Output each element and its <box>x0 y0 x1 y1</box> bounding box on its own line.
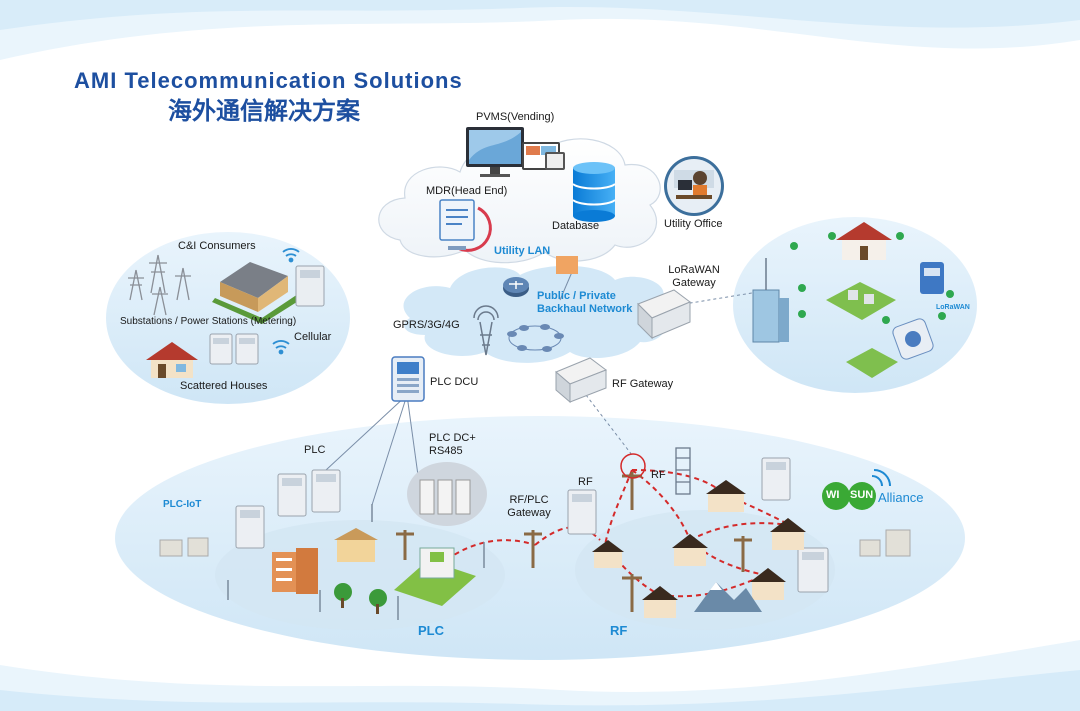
scattered-houses-label: Scattered Houses <box>180 380 268 392</box>
rf-meter-label: RF <box>578 476 593 488</box>
lorawan-gateway-label-2: Gateway <box>672 277 716 289</box>
mountains-icon <box>694 582 762 612</box>
lorawan-logo-text: LoRaWAN <box>936 304 970 311</box>
plc-section-label: PLC <box>418 623 444 638</box>
ci-meter-icon <box>295 265 325 307</box>
plc-meter-group <box>235 469 341 549</box>
utility-office-icon <box>664 156 724 216</box>
rf-tower-label: RF <box>651 469 666 481</box>
lorawan-gateway-icon <box>637 289 691 340</box>
utility-lan-label: Utility LAN <box>494 245 551 257</box>
plc-link-label: PLC <box>304 444 326 456</box>
backhaul-label-2: Backhaul Network <box>537 303 633 315</box>
smart-home-building-icon <box>394 547 476 606</box>
database-icon <box>572 162 616 222</box>
cellular-label: Cellular <box>294 331 332 343</box>
rf-gateway-label: RF Gateway <box>612 378 674 390</box>
cell-tower-icon <box>473 305 499 356</box>
office-tower-icon <box>752 258 789 343</box>
rf-meters <box>567 457 829 593</box>
plc-house-icon <box>334 528 378 562</box>
wisun-sun-text: SUN <box>850 489 874 501</box>
substations-label: Substations / Power Stations (Metering) <box>120 316 297 327</box>
house-icon <box>146 342 198 378</box>
ci-building-icon <box>212 262 300 324</box>
house-meters-icon <box>209 333 259 365</box>
trees-icon <box>334 583 387 614</box>
rf-plc-gateway-label-1: RF/PLC <box>509 494 549 506</box>
connection-lines <box>325 264 771 506</box>
wifi-icon <box>282 248 300 263</box>
rf-node-highlight <box>620 453 646 479</box>
network-switch-icon <box>556 256 578 274</box>
wisun-wi-text: WI <box>826 489 840 501</box>
rf-plc-gateway-label-2: Gateway <box>507 507 551 519</box>
rf-gateway-icon <box>555 357 608 404</box>
apartment-buildings-icon <box>272 548 318 594</box>
backhaul-label-1: Public / Private <box>537 290 616 302</box>
pvms-label: PVMS(Vending) <box>476 111 555 123</box>
utility-office-label: Utility Office <box>664 218 723 230</box>
plc-iot-label: PLC-IoT <box>163 499 202 510</box>
mdr-label: MDR(Head End) <box>426 185 508 197</box>
router-icon <box>503 277 529 297</box>
plc-dc-label-1: PLC DC+ <box>429 432 476 444</box>
wifi-icon-2 <box>272 340 290 355</box>
lora-node-markers <box>790 232 954 324</box>
ci-consumers-label: C&I Consumers <box>178 240 256 252</box>
plc-iot-devices <box>159 537 209 557</box>
pvms-monitor-icon <box>466 127 565 177</box>
water-meter-icon <box>892 318 934 360</box>
page-title: AMI Telecommunication Solutions <box>74 68 463 93</box>
poles-icon <box>396 472 752 612</box>
rf-section-label: RF <box>610 623 628 638</box>
ring-network-icon <box>507 324 564 352</box>
rf-houses <box>592 480 806 618</box>
lorawan-gateway-label-1: LoRaWAN <box>668 264 720 276</box>
mdr-server-icon <box>439 199 492 252</box>
smart-community-icon <box>826 282 898 378</box>
plc-dcu-icon <box>391 356 425 402</box>
backhaul-cloud <box>403 265 670 363</box>
wisun-alliance-text: Alliance <box>878 490 924 505</box>
lorawan-house-icon <box>836 222 892 260</box>
rf-tower-icon <box>675 447 691 495</box>
substation-pylon-icon <box>128 254 191 316</box>
page-subtitle: 海外通信解决方案 <box>168 97 360 125</box>
plc-dcu-label: PLC DCU <box>430 376 479 388</box>
plc-dc-label-2: RS485 <box>429 445 463 457</box>
database-label: Database <box>552 220 600 232</box>
antenna-markers <box>227 504 485 620</box>
gprs-label: GPRS/3G/4G <box>393 319 460 331</box>
gas-meter-icon <box>920 262 944 294</box>
plc-dc-meter-bubble <box>407 462 487 526</box>
rf-iot-devices <box>859 529 911 557</box>
wisun-logo <box>822 469 891 510</box>
